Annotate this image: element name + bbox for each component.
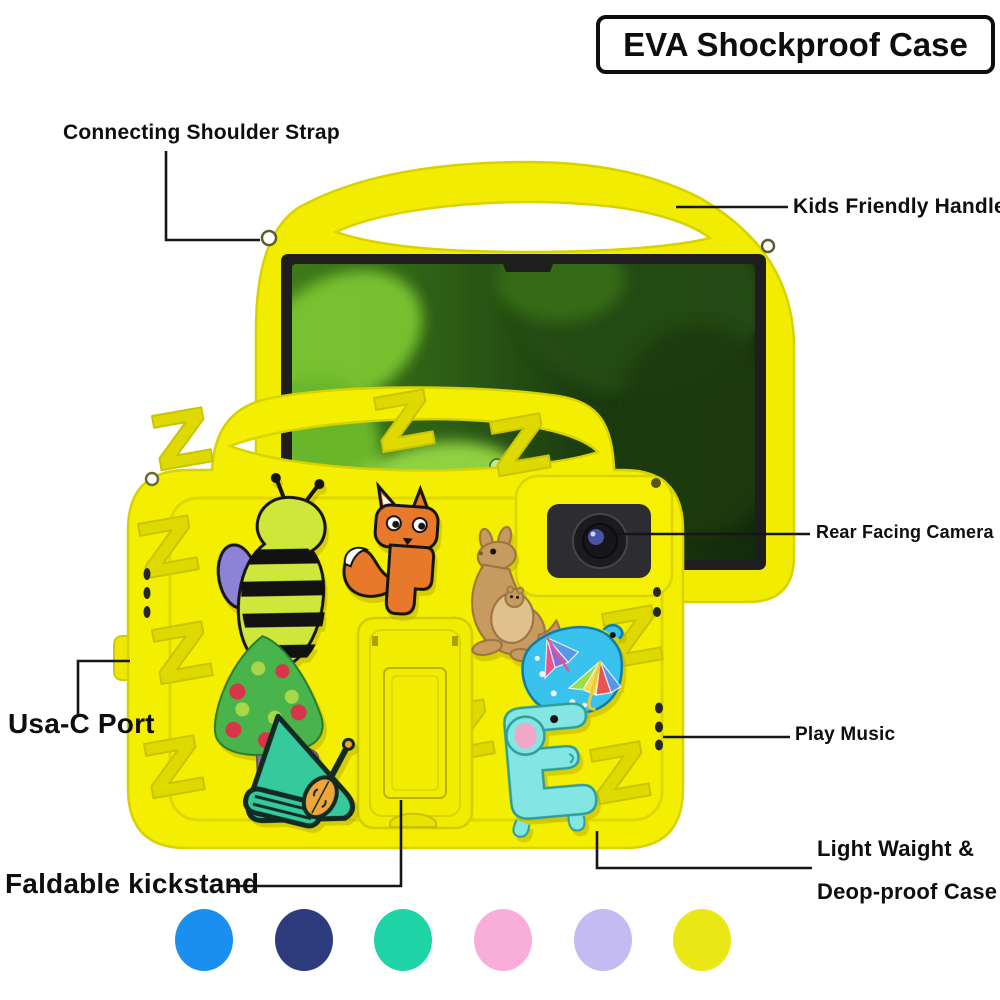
swatch-pink	[474, 909, 532, 971]
callout-lines	[76, 151, 812, 888]
callout-kickstand	[228, 800, 403, 888]
label-usb-port: Usa-C Port	[8, 708, 155, 739]
strap-hole	[651, 478, 661, 488]
kickstand	[356, 616, 474, 830]
callout-usb	[76, 659, 130, 714]
kickstand-notch	[389, 812, 437, 828]
charm-violin-triangle	[243, 713, 356, 829]
color-swatches	[175, 909, 731, 971]
charm-fox	[342, 481, 440, 616]
label-play-music: Play Music	[795, 724, 896, 745]
swatch-lavender	[574, 909, 632, 971]
charm-elephant	[503, 702, 598, 838]
swatch-navy	[275, 909, 333, 971]
rear-camera-module	[514, 474, 674, 598]
swatch-mint	[374, 909, 432, 971]
charm-bee	[216, 472, 339, 676]
speaker-hole	[655, 721, 663, 733]
label-rear-camera: Rear Facing Camera	[816, 522, 994, 542]
speaker-hole	[655, 702, 663, 714]
label-shoulder-strap: Connecting Shoulder Strap	[63, 121, 340, 144]
screen-top-notch	[500, 256, 556, 272]
label-lightweight-2: Deop-proof Case	[817, 879, 998, 904]
strap-hole	[260, 229, 278, 247]
label-lightweight-1: Light Waight &	[817, 836, 975, 861]
swatch-yellow	[673, 909, 731, 971]
label-kids-handle: Kids Friendly Handle	[793, 195, 1000, 218]
callout-lightweight	[595, 831, 812, 870]
front-case	[113, 386, 685, 850]
kickstand-plate	[383, 667, 447, 799]
strap-hole	[760, 238, 776, 254]
charm-umbrella-crocodile	[521, 623, 624, 716]
edge-details	[143, 471, 663, 751]
callout-shoulder-strap	[164, 151, 260, 242]
swatch-blue	[175, 909, 233, 971]
speaker-hole	[655, 739, 663, 751]
page-title: EVA Shockproof Case	[596, 15, 995, 74]
strap-hole	[144, 471, 160, 487]
label-kickstand: Faldable kickstand	[5, 868, 260, 899]
